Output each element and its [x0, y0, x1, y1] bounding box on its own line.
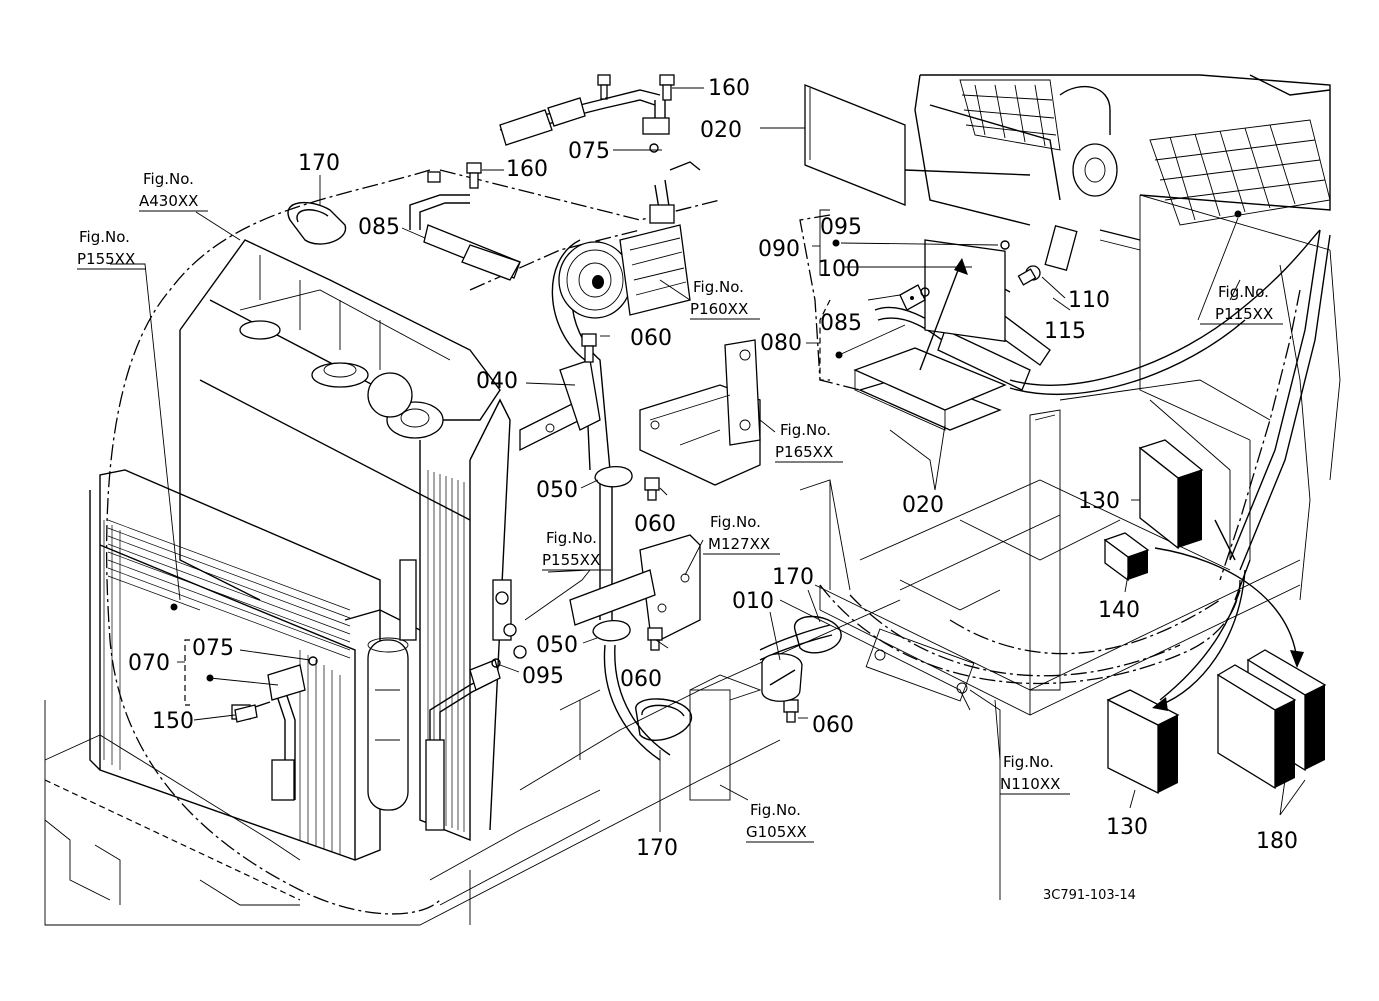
spare-parts — [1103, 439, 1327, 795]
label-060-d: 060 — [812, 713, 854, 738]
label-130-b: 130 — [1106, 815, 1148, 840]
fig-number: G105XX — [746, 823, 807, 841]
label-140: 140 — [1098, 598, 1140, 623]
label-180: 180 — [1256, 829, 1298, 854]
label-160-top: 160 — [708, 76, 750, 101]
leader-lines — [110, 87, 1306, 832]
fig-prefix: Fig.No. — [780, 421, 831, 439]
fig-prefix: Fig.No. — [710, 513, 761, 531]
fig-ref-p165: Fig.No. P165XX — [775, 421, 843, 463]
part-number-labels: 160 075 160 020 170 085 095 090 100 110 … — [128, 76, 1298, 861]
label-110: 110 — [1068, 288, 1110, 313]
label-085-left: 085 — [358, 215, 400, 240]
label-020-top: 020 — [700, 118, 742, 143]
fig-prefix: Fig.No. — [546, 529, 597, 547]
label-130-a: 130 — [1078, 489, 1120, 514]
label-070: 070 — [128, 651, 170, 676]
label-050-a: 050 — [536, 478, 578, 503]
label-075-top: 075 — [568, 139, 610, 164]
label-115: 115 — [1044, 319, 1086, 344]
fig-ref-p155-mid: Fig.No. P155XX — [542, 529, 611, 571]
label-170-top: 170 — [298, 151, 340, 176]
fig-number: P165XX — [775, 443, 833, 461]
fig-ref-m127: Fig.No. M127XX — [703, 513, 780, 555]
label-050-b: 050 — [536, 633, 578, 658]
label-040: 040 — [476, 369, 518, 394]
label-060-a: 060 — [630, 326, 672, 351]
compressor — [558, 161, 701, 319]
filter-panels — [804, 84, 1031, 431]
fig-ref-n110: Fig.No. N110XX — [1000, 753, 1070, 795]
fig-prefix: Fig.No. — [79, 228, 130, 246]
label-075-left: 075 — [192, 636, 234, 661]
blower-unit — [914, 74, 1331, 342]
label-095-left: 095 — [522, 664, 564, 689]
bolt-set — [581, 333, 799, 723]
fig-number: P115XX — [1215, 305, 1273, 323]
fig-prefix: Fig.No. — [1218, 283, 1269, 301]
fig-number: N110XX — [1000, 775, 1060, 793]
label-160-mid: 160 — [506, 157, 548, 182]
label-170-bottom: 170 — [636, 836, 678, 861]
label-060-b: 060 — [634, 512, 676, 537]
fig-number: A430XX — [139, 192, 198, 210]
fig-prefix: Fig.No. — [143, 170, 194, 188]
fig-ref-g105: Fig.No. G105XX — [746, 801, 814, 843]
fig-prefix: Fig.No. — [750, 801, 801, 819]
machine-frame-lines — [44, 194, 1341, 926]
fig-prefix: Fig.No. — [1003, 753, 1054, 771]
fig-prefix: Fig.No. — [693, 278, 744, 296]
label-090: 090 — [758, 237, 800, 262]
fittings — [170, 74, 1242, 723]
drawing-code: 3C791-103-14 — [1043, 888, 1136, 903]
label-010: 010 — [732, 589, 774, 614]
label-100: 100 — [818, 257, 860, 282]
fig-number: P155XX — [542, 551, 600, 569]
brackets — [287, 201, 842, 741]
label-150: 150 — [152, 709, 194, 734]
label-170-right: 170 — [772, 565, 814, 590]
fig-ref-p115: Fig.No. P115XX — [1200, 283, 1283, 325]
radiator-assembly — [89, 239, 527, 861]
fig-number: P160XX — [690, 300, 748, 318]
label-095-right: 095 — [820, 215, 862, 240]
label-085-right: 085 — [820, 311, 862, 336]
fig-number: P155XX — [77, 250, 135, 268]
hose-routing — [105, 89, 1331, 915]
label-060-c: 060 — [620, 667, 662, 692]
label-020-bottom: 020 — [902, 493, 944, 518]
fig-ref-p155-left: Fig.No. P155XX — [77, 228, 146, 270]
fig-ref-a430: Fig.No. A430XX — [139, 170, 208, 212]
label-080: 080 — [760, 331, 802, 356]
fig-number: M127XX — [708, 535, 770, 553]
figure-references: Fig.No. A430XX Fig.No. P155XX Fig.No. P1… — [77, 170, 1283, 843]
fig-ref-p160: Fig.No. P160XX — [659, 278, 760, 320]
